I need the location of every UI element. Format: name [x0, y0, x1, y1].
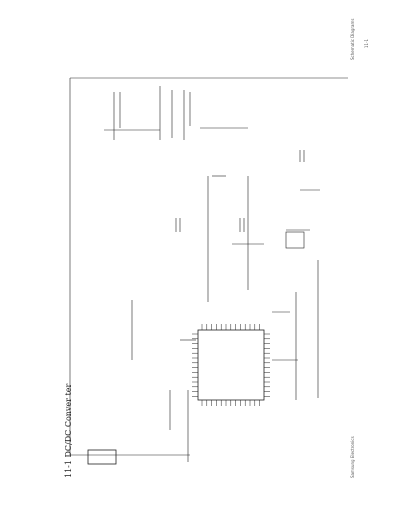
corner-page-number: 11-1	[364, 38, 369, 48]
header-label: Schematic Diagrams	[350, 18, 355, 61]
controller-ic	[197, 329, 265, 401]
section-title: 11-1 DC/DC Conver ter	[64, 383, 73, 478]
power-connector	[87, 449, 117, 465]
inductor-block	[285, 231, 305, 249]
ic-pin-group	[192, 324, 270, 406]
footer-label: Samsung Electronics	[350, 436, 355, 478]
